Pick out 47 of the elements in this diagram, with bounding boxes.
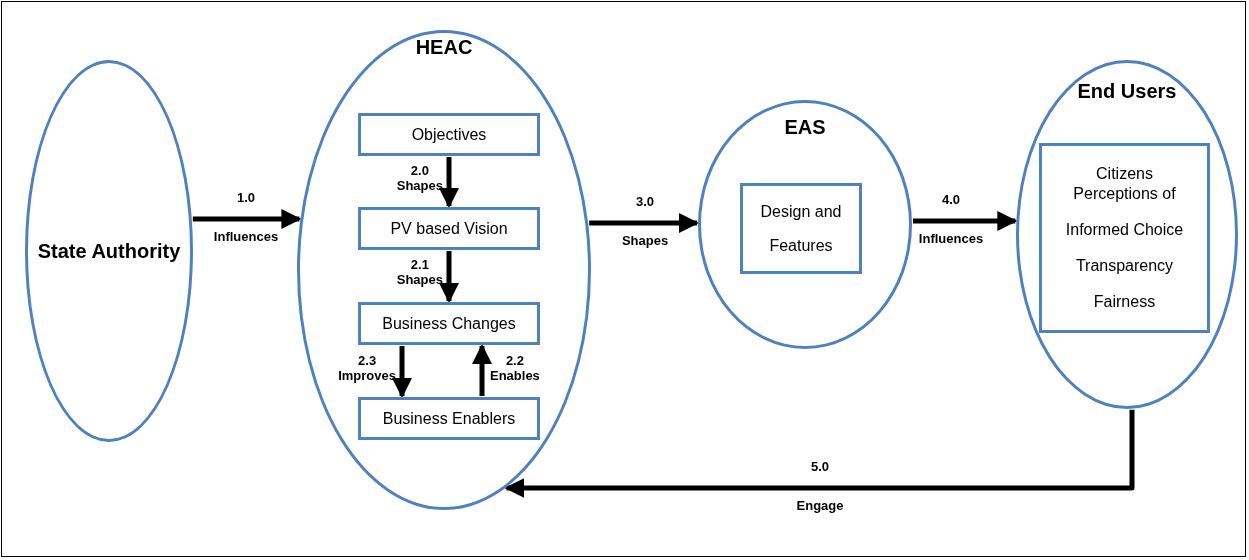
box-text: Business Changes [382,313,516,334]
group-ellipse [297,30,591,510]
group-ellipse [25,60,193,442]
arrow [912,211,1018,231]
edge-label: Enables [490,368,540,384]
process-box [740,183,862,274]
box-text: Objectives [411,124,487,145]
node-title: End Users [1077,80,1177,103]
edge-label: Improves [338,368,396,384]
arrow [192,209,302,229]
edge-label: Influences [918,232,984,247]
box-text: Design and Features [759,201,843,256]
edge-number: 4.0 [941,193,961,208]
edge-number: 5.0 [810,460,830,475]
edge-label: Shapes [396,272,443,288]
node-title: State Authority [37,239,181,263]
edge-number: 2.2 [505,354,524,369]
edge-label: Engage [796,499,844,514]
edge-label: Shapes [396,178,443,194]
edge-number: 2.0 [410,164,429,179]
edge-number: 1.0 [236,191,256,206]
edge-number: 3.0 [635,195,655,210]
box-text: Informed Choice [1065,220,1184,240]
box-text: Business Enablers [382,408,516,429]
process-box [358,113,540,156]
arrow [504,409,1135,498]
edge-number: 2.1 [410,258,429,273]
group-ellipse [698,100,912,349]
edge-number: 2.3 [358,354,377,369]
arrow [472,344,492,396]
process-box [358,207,540,250]
process-box [358,397,540,440]
edge-label: Influences [213,230,279,245]
arrow [439,157,459,208]
arrow [392,346,412,398]
box-text: Fairness [1093,292,1156,312]
edge-label: Shapes [621,234,669,249]
arrow [589,213,699,233]
node-title: EAS [784,116,826,139]
arrow [439,251,459,303]
box-text: Citizens Perceptions of [1072,164,1177,204]
node-title: HEAC [415,36,473,59]
box-text: Transparency [1075,256,1174,276]
group-ellipse [1016,60,1238,409]
process-box [358,302,540,345]
box-text: PV based Vision [390,218,508,239]
process-box [1039,143,1210,333]
